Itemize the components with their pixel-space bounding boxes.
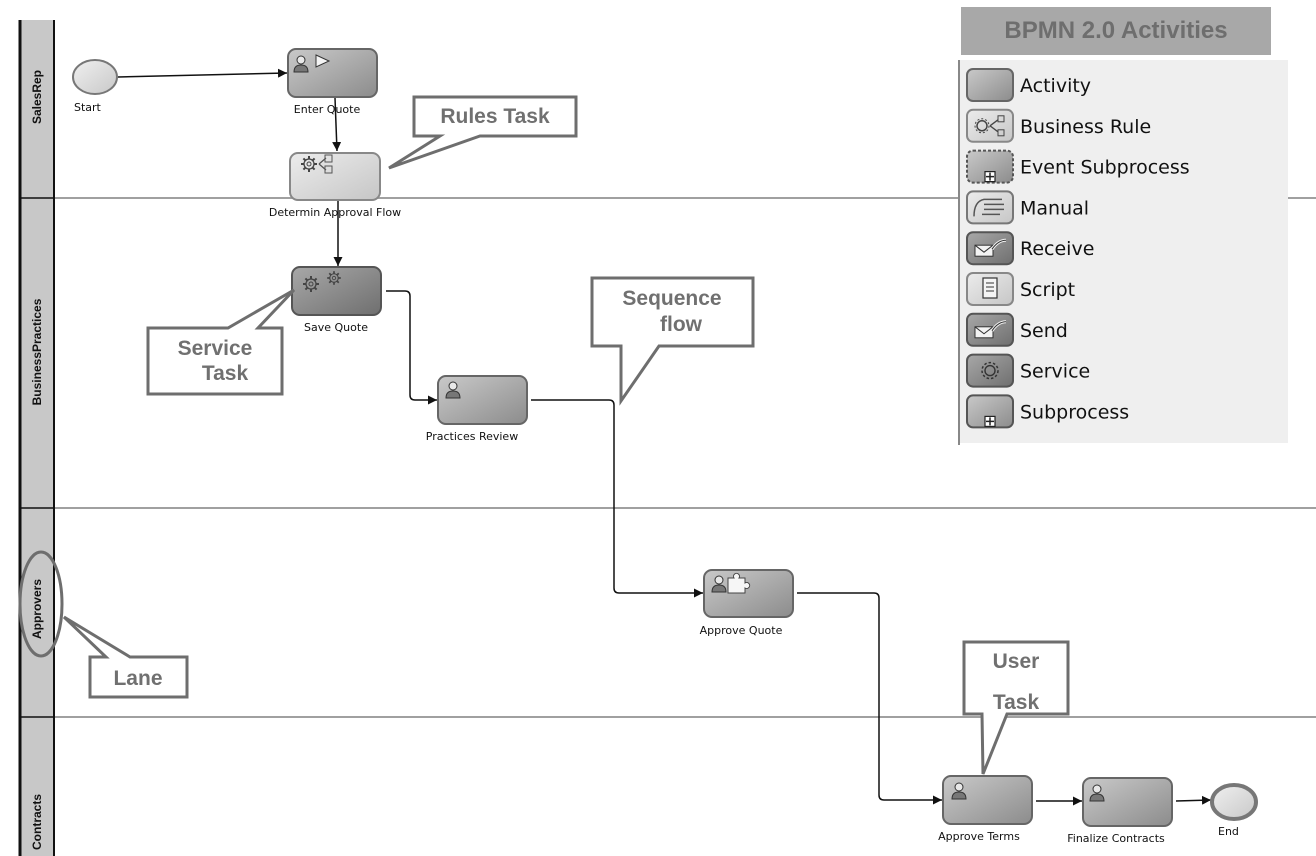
start-event[interactable]: Start — [72, 59, 118, 114]
callout-sequence-flow-text-2: flow — [660, 313, 703, 336]
flow-review-to-approve-quote[interactable] — [531, 399, 703, 598]
business-rule-icon — [300, 154, 333, 174]
task-label: Approve Terms — [938, 830, 1020, 843]
lane-header-strip — [19, 20, 54, 856]
lane-contracts[interactable]: Contracts — [30, 794, 44, 850]
legend-item-activity[interactable]: Activity — [966, 68, 1091, 102]
business-rule-icon — [966, 108, 1014, 143]
legend-item-label: Manual — [1020, 197, 1089, 219]
task-save-quote[interactable]: Save Quote — [291, 266, 382, 334]
lane-label-salesrep: SalesRep — [30, 70, 44, 124]
legend-item-service[interactable]: Service — [966, 353, 1090, 388]
lane-label-contracts: Contracts — [30, 794, 44, 850]
legend-item-receive[interactable]: Receive — [966, 231, 1094, 266]
task-label: Finalize Contracts — [1067, 832, 1165, 845]
callout-service-task-text-1: Service — [178, 337, 253, 360]
script-scroll-icon — [966, 272, 1014, 306]
lane-headers: SalesRep BusinessPractices Approvers Con… — [18, 20, 55, 856]
legend-item-label: Subprocess — [1020, 401, 1129, 423]
callout-lane-text: Lane — [113, 667, 162, 690]
legend-title-bar — [961, 7, 1271, 55]
callout-service-task: Service Task — [146, 288, 296, 396]
start-event-circle[interactable] — [72, 59, 118, 95]
task-determin-approval-flow[interactable]: Determin Approval Flow — [269, 152, 401, 219]
flow-approve-quote-to-terms[interactable] — [797, 592, 942, 805]
sequence-flows — [117, 68, 1212, 806]
task-label: Approve Quote — [700, 624, 783, 637]
callout-lane: Lane — [18, 550, 189, 699]
callout-user-task-text-2: Task — [993, 691, 1040, 714]
task-label: Save Quote — [304, 321, 368, 334]
legend-item-label: Service — [1020, 361, 1090, 383]
user-puzzle-icon — [711, 572, 751, 594]
manual-hand-icon — [966, 190, 1014, 225]
legend-item-manual[interactable]: Manual — [966, 190, 1089, 225]
lane-label-businesspractices: BusinessPractices — [30, 298, 44, 405]
task-label: Enter Quote — [294, 103, 361, 116]
task-finalize-contracts[interactable]: Finalize Contracts — [1067, 777, 1173, 845]
task-label: Practices Review — [426, 430, 518, 443]
legend-item-label: Script — [1020, 279, 1075, 301]
legend-item-script[interactable]: Script — [966, 272, 1075, 306]
lane-approvers[interactable]: Approvers — [30, 579, 44, 639]
receive-envelope-icon — [966, 231, 1014, 266]
legend-item-event-subprocess[interactable]: Event Subprocess — [966, 149, 1190, 184]
callout-rules-task-text: Rules Task — [440, 105, 550, 128]
legend-item-label: Business Rule — [1020, 116, 1151, 138]
flow-start-to-enter-quote[interactable] — [117, 68, 288, 78]
callout-sequence-flow-text-1: Sequence — [622, 287, 721, 310]
legend-title: BPMN 2.0 Activities — [1004, 17, 1227, 44]
lane-businesspractices[interactable]: BusinessPractices — [30, 298, 44, 405]
task-label: Determin Approval Flow — [269, 206, 401, 219]
legend-item-label: Event Subprocess — [1020, 157, 1190, 179]
legend-item-label: Activity — [1020, 75, 1091, 97]
task-approve-quote[interactable]: Approve Quote — [700, 569, 794, 637]
callout-user-task-text-1: User — [993, 650, 1040, 673]
lane-highlight-ellipse — [18, 550, 64, 658]
event-subprocess-icon — [966, 149, 1014, 184]
legend-item-subprocess[interactable]: Subprocess — [966, 394, 1129, 429]
task-enter-quote[interactable]: Enter Quote — [287, 48, 378, 116]
callout-sequence-flow: Sequence flow — [590, 276, 755, 406]
end-event-label: End — [1218, 825, 1239, 838]
lane-salesrep[interactable]: SalesRep — [30, 70, 44, 124]
flow-finalize-to-end[interactable] — [1175, 795, 1212, 805]
callout-user-task: User Task — [962, 640, 1070, 775]
flow-save-to-practices-review[interactable] — [386, 290, 437, 405]
send-envelope-icon — [966, 312, 1014, 347]
start-event-label: Start — [74, 101, 102, 114]
legend-item-label: Receive — [1020, 238, 1094, 260]
task-approve-terms[interactable]: Approve Terms — [938, 775, 1033, 843]
user-play-icon — [293, 54, 331, 73]
task-practices-review[interactable]: Practices Review — [426, 375, 528, 443]
callout-rules-task: Rules Task — [388, 95, 578, 170]
activity-icon — [966, 68, 1014, 102]
end-event-circle[interactable] — [1210, 783, 1258, 821]
callout-service-task-text-2: Task — [202, 362, 249, 385]
end-event[interactable]: End — [1210, 783, 1258, 838]
legend-item-business-rule[interactable]: Business Rule — [966, 108, 1151, 143]
legend-item-send[interactable]: Send — [966, 312, 1068, 347]
service-gear-icon — [966, 353, 1014, 388]
flow-enter-quote-to-determin[interactable] — [332, 97, 342, 152]
legend-item-label: Send — [1020, 320, 1068, 342]
lane-label-approvers: Approvers — [30, 579, 44, 639]
subprocess-icon — [966, 394, 1014, 429]
